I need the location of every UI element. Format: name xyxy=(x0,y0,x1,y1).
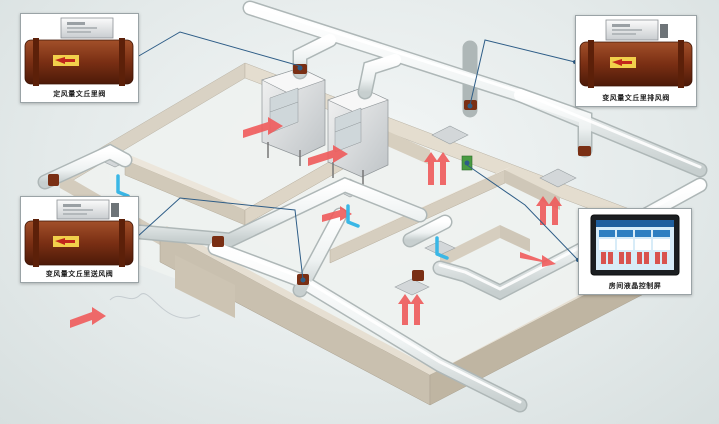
venturi-valve-icon xyxy=(24,199,134,267)
fume-hood-icon xyxy=(261,67,326,166)
callout-constant-volume-venturi-valve: 定风量文丘里阀 xyxy=(20,13,139,103)
room-floor xyxy=(60,70,690,375)
callout-label: 房间液晶控制屏 xyxy=(608,282,662,290)
lcd-control-panel-icon xyxy=(590,214,680,276)
callout-room-lcd-control-panel: 房间液晶控制屏 xyxy=(578,208,692,295)
venturi-valve-icon xyxy=(579,19,693,88)
return-air-arrows xyxy=(116,174,449,260)
venturi-valve-icon xyxy=(24,17,134,86)
callout-leader-lines xyxy=(135,31,580,283)
callout-label: 变风量文丘里排风阀 xyxy=(602,94,670,102)
callout-label: 变风量文丘里送风阀 xyxy=(45,270,114,278)
callout-variable-volume-venturi-supply-valve: 变风量文丘里送风阀 xyxy=(20,196,139,283)
floor-cable xyxy=(109,293,201,319)
callout-label: 定风量文丘里阀 xyxy=(53,90,106,98)
callout-variable-volume-venturi-exhaust-valve: 变风量文丘里排风阀 xyxy=(575,15,697,107)
supply-air-arrows xyxy=(70,117,562,328)
inline-valves xyxy=(48,64,591,285)
